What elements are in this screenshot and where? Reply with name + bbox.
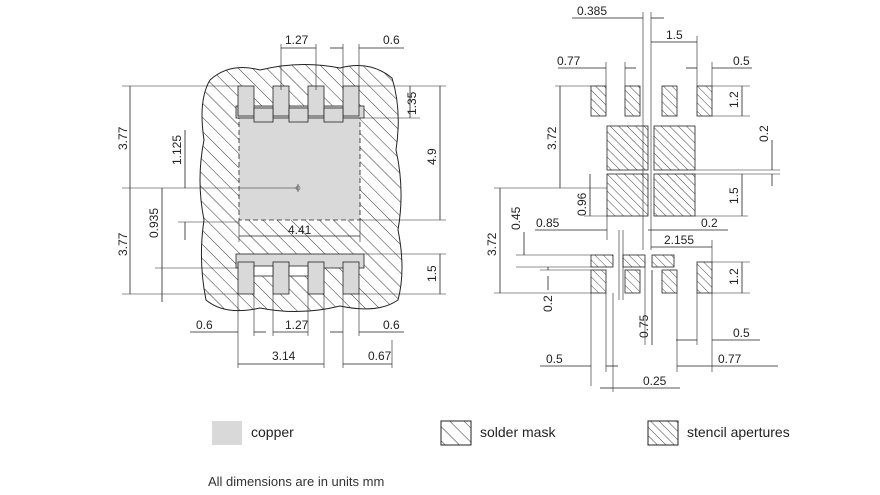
dim-pad-width: 4.41 <box>288 223 312 237</box>
stencil-aperture-tl <box>606 125 649 171</box>
dim-025: 0.25 <box>643 374 667 388</box>
dim-02-left: 0.2 <box>541 295 555 312</box>
dim-top-pitch: 1.27 <box>285 33 309 47</box>
dim-15-top: 1.5 <box>666 28 683 42</box>
legend-solder-mask-label: solder mask <box>480 424 556 440</box>
dim-05-bot: 0.5 <box>546 352 563 366</box>
dim-077-top: 0.77 <box>557 54 581 68</box>
dim-372-bot: 3.72 <box>485 232 499 256</box>
bottom-lead-2 <box>272 261 290 295</box>
dim-02-right: 0.2 <box>757 125 771 142</box>
dim-15-mid: 1.5 <box>727 187 741 204</box>
dim-bot-pitch: 1.27 <box>285 318 309 332</box>
top-lead-2 <box>272 85 290 117</box>
dim-096: 0.96 <box>575 192 589 216</box>
legend: copper solder mask stencil apertures <box>212 420 790 446</box>
dim-total-h: 4.9 <box>425 148 439 165</box>
legend-solder-mask-swatch <box>440 420 472 446</box>
dim-05-right: 0.5 <box>733 326 750 340</box>
legend-stencil-label: stencil apertures <box>687 424 790 440</box>
bottom-lead-1 <box>237 261 255 295</box>
dim-085: 0.85 <box>536 216 560 230</box>
dim-372-top: 3.72 <box>545 126 559 150</box>
land-pattern-view: 1.27 0.6 3.77 1.125 1.35 4.9 3.77 0.935 … <box>116 33 446 368</box>
top-lead-3 <box>307 85 325 117</box>
stencil-view: 0.385 1.5 0.77 0.5 1.2 3.72 0.2 1.5 0.96… <box>485 4 780 392</box>
dim-02-mid: 0.2 <box>701 216 718 230</box>
dim-bottom-offset: 0.935 <box>147 208 161 238</box>
stencil-aperture-br <box>653 173 696 217</box>
dim-span-067: 0.67 <box>368 349 392 363</box>
dim-top-pad-h: 1.35 <box>405 91 419 115</box>
dim-12-top: 1.2 <box>727 91 741 108</box>
dim-bot-right-w: 0.6 <box>383 318 400 332</box>
stencil-aperture-tr <box>653 125 696 171</box>
legend-copper-swatch <box>212 421 242 445</box>
dim-12-bot: 1.2 <box>727 268 741 285</box>
thermal-pad <box>238 114 361 221</box>
bottom-lead-3 <box>307 261 325 295</box>
legend-stencil-swatch <box>647 420 679 446</box>
dim-2155: 2.155 <box>664 233 694 247</box>
dim-077-bot: 0.77 <box>718 352 742 366</box>
dim-top-pad-w: 0.6 <box>383 33 400 47</box>
stencil-aperture-bl <box>606 173 649 217</box>
dim-top-height: 3.77 <box>116 126 130 150</box>
dim-bot-left-w: 0.6 <box>196 318 213 332</box>
dim-075: 0.75 <box>637 314 651 338</box>
dim-span-314: 3.14 <box>272 349 296 363</box>
top-lead-1 <box>237 85 255 117</box>
dim-0385: 0.385 <box>577 4 607 18</box>
dim-045: 0.45 <box>509 206 523 230</box>
dim-top-offset: 1.125 <box>170 135 184 165</box>
bottom-lead-4 <box>342 261 360 295</box>
units-note: All dimensions are in units mm <box>208 474 384 489</box>
dim-bottom-height: 3.77 <box>116 232 130 256</box>
legend-copper-label: copper <box>251 424 294 440</box>
top-lead-4 <box>342 85 360 117</box>
dim-bottom-pad-h: 1.5 <box>425 265 439 282</box>
dim-05-top: 0.5 <box>733 54 750 68</box>
